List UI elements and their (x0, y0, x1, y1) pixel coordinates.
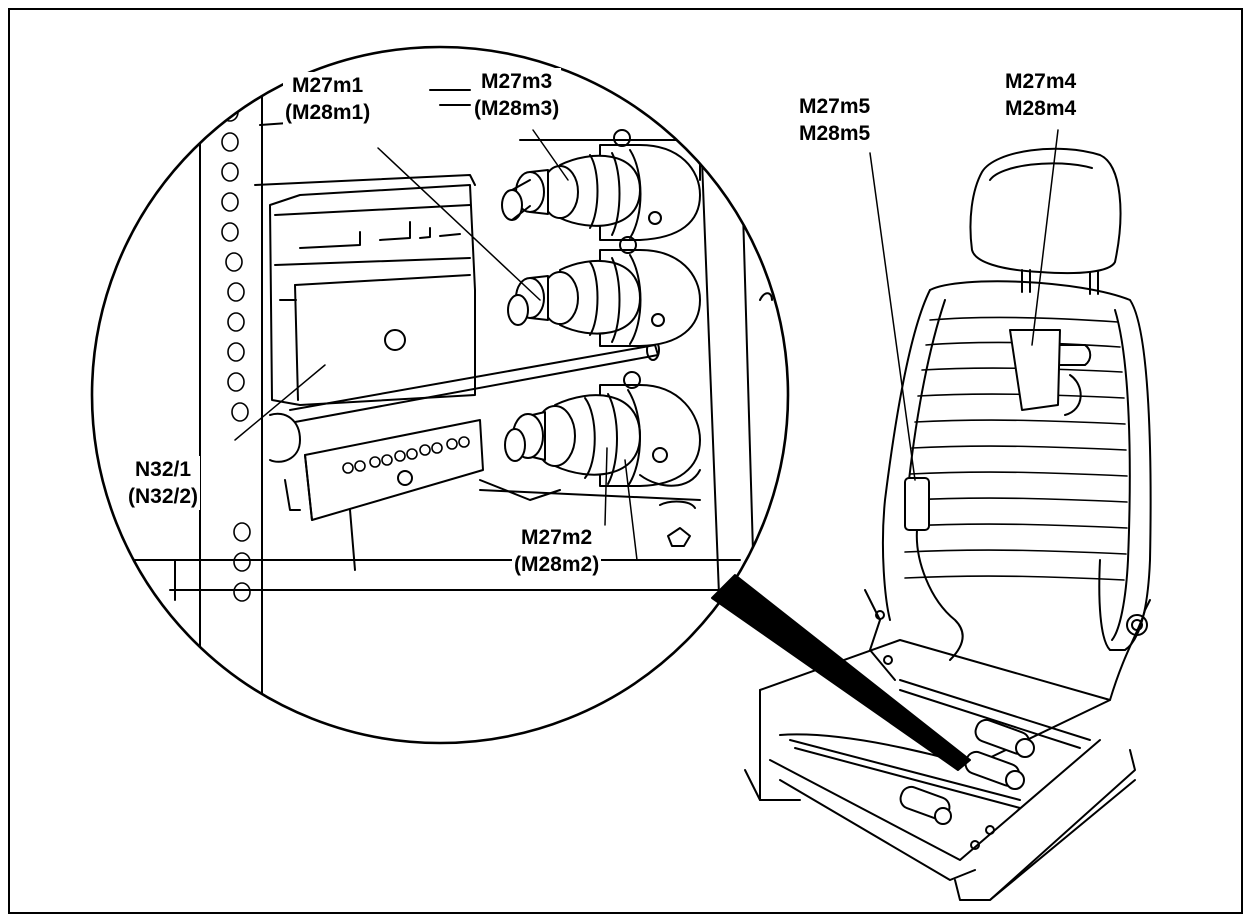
callout-m27m2-line1: M27m2 (521, 526, 593, 549)
seat-illustration (744, 147, 1152, 901)
callout-m27m5-line2: M28m5 (799, 122, 871, 145)
callout-m27m4-line1: M27m4 (1005, 70, 1077, 93)
callout-n32-line1: N32/1 (134, 458, 192, 481)
callout-m27m4: M27m4 M28m4 (1003, 68, 1079, 122)
callout-m27m1-line2: (M28m1) (285, 101, 371, 124)
callout-m27m3: M27m3 (M28m3) (472, 68, 562, 122)
leader-lines (234, 129, 1059, 561)
callout-m27m3-line2: (M28m3) (474, 97, 560, 120)
magnifier-pointer (711, 574, 971, 771)
zoom-circle (90, 45, 790, 745)
callout-n32-line2: (N32/2) (128, 485, 199, 508)
callout-m27m1-line1: M27m1 (292, 74, 364, 97)
callout-m27m1: M27m1 (M28m1) (283, 72, 373, 126)
detail-view (99, 89, 773, 743)
callout-m27m4-line2: M28m4 (1005, 97, 1077, 120)
callout-m27m3-line1: M27m3 (481, 70, 553, 93)
callout-n32: N32/1 (N32/2) (126, 456, 201, 510)
callout-m27m2: M27m2 (M28m2) (512, 524, 602, 578)
callout-m27m5: M27m5 M28m5 (797, 93, 873, 147)
callout-m27m2-line2: (M28m2) (514, 553, 600, 576)
callout-m27m5-line1: M27m5 (799, 95, 871, 118)
